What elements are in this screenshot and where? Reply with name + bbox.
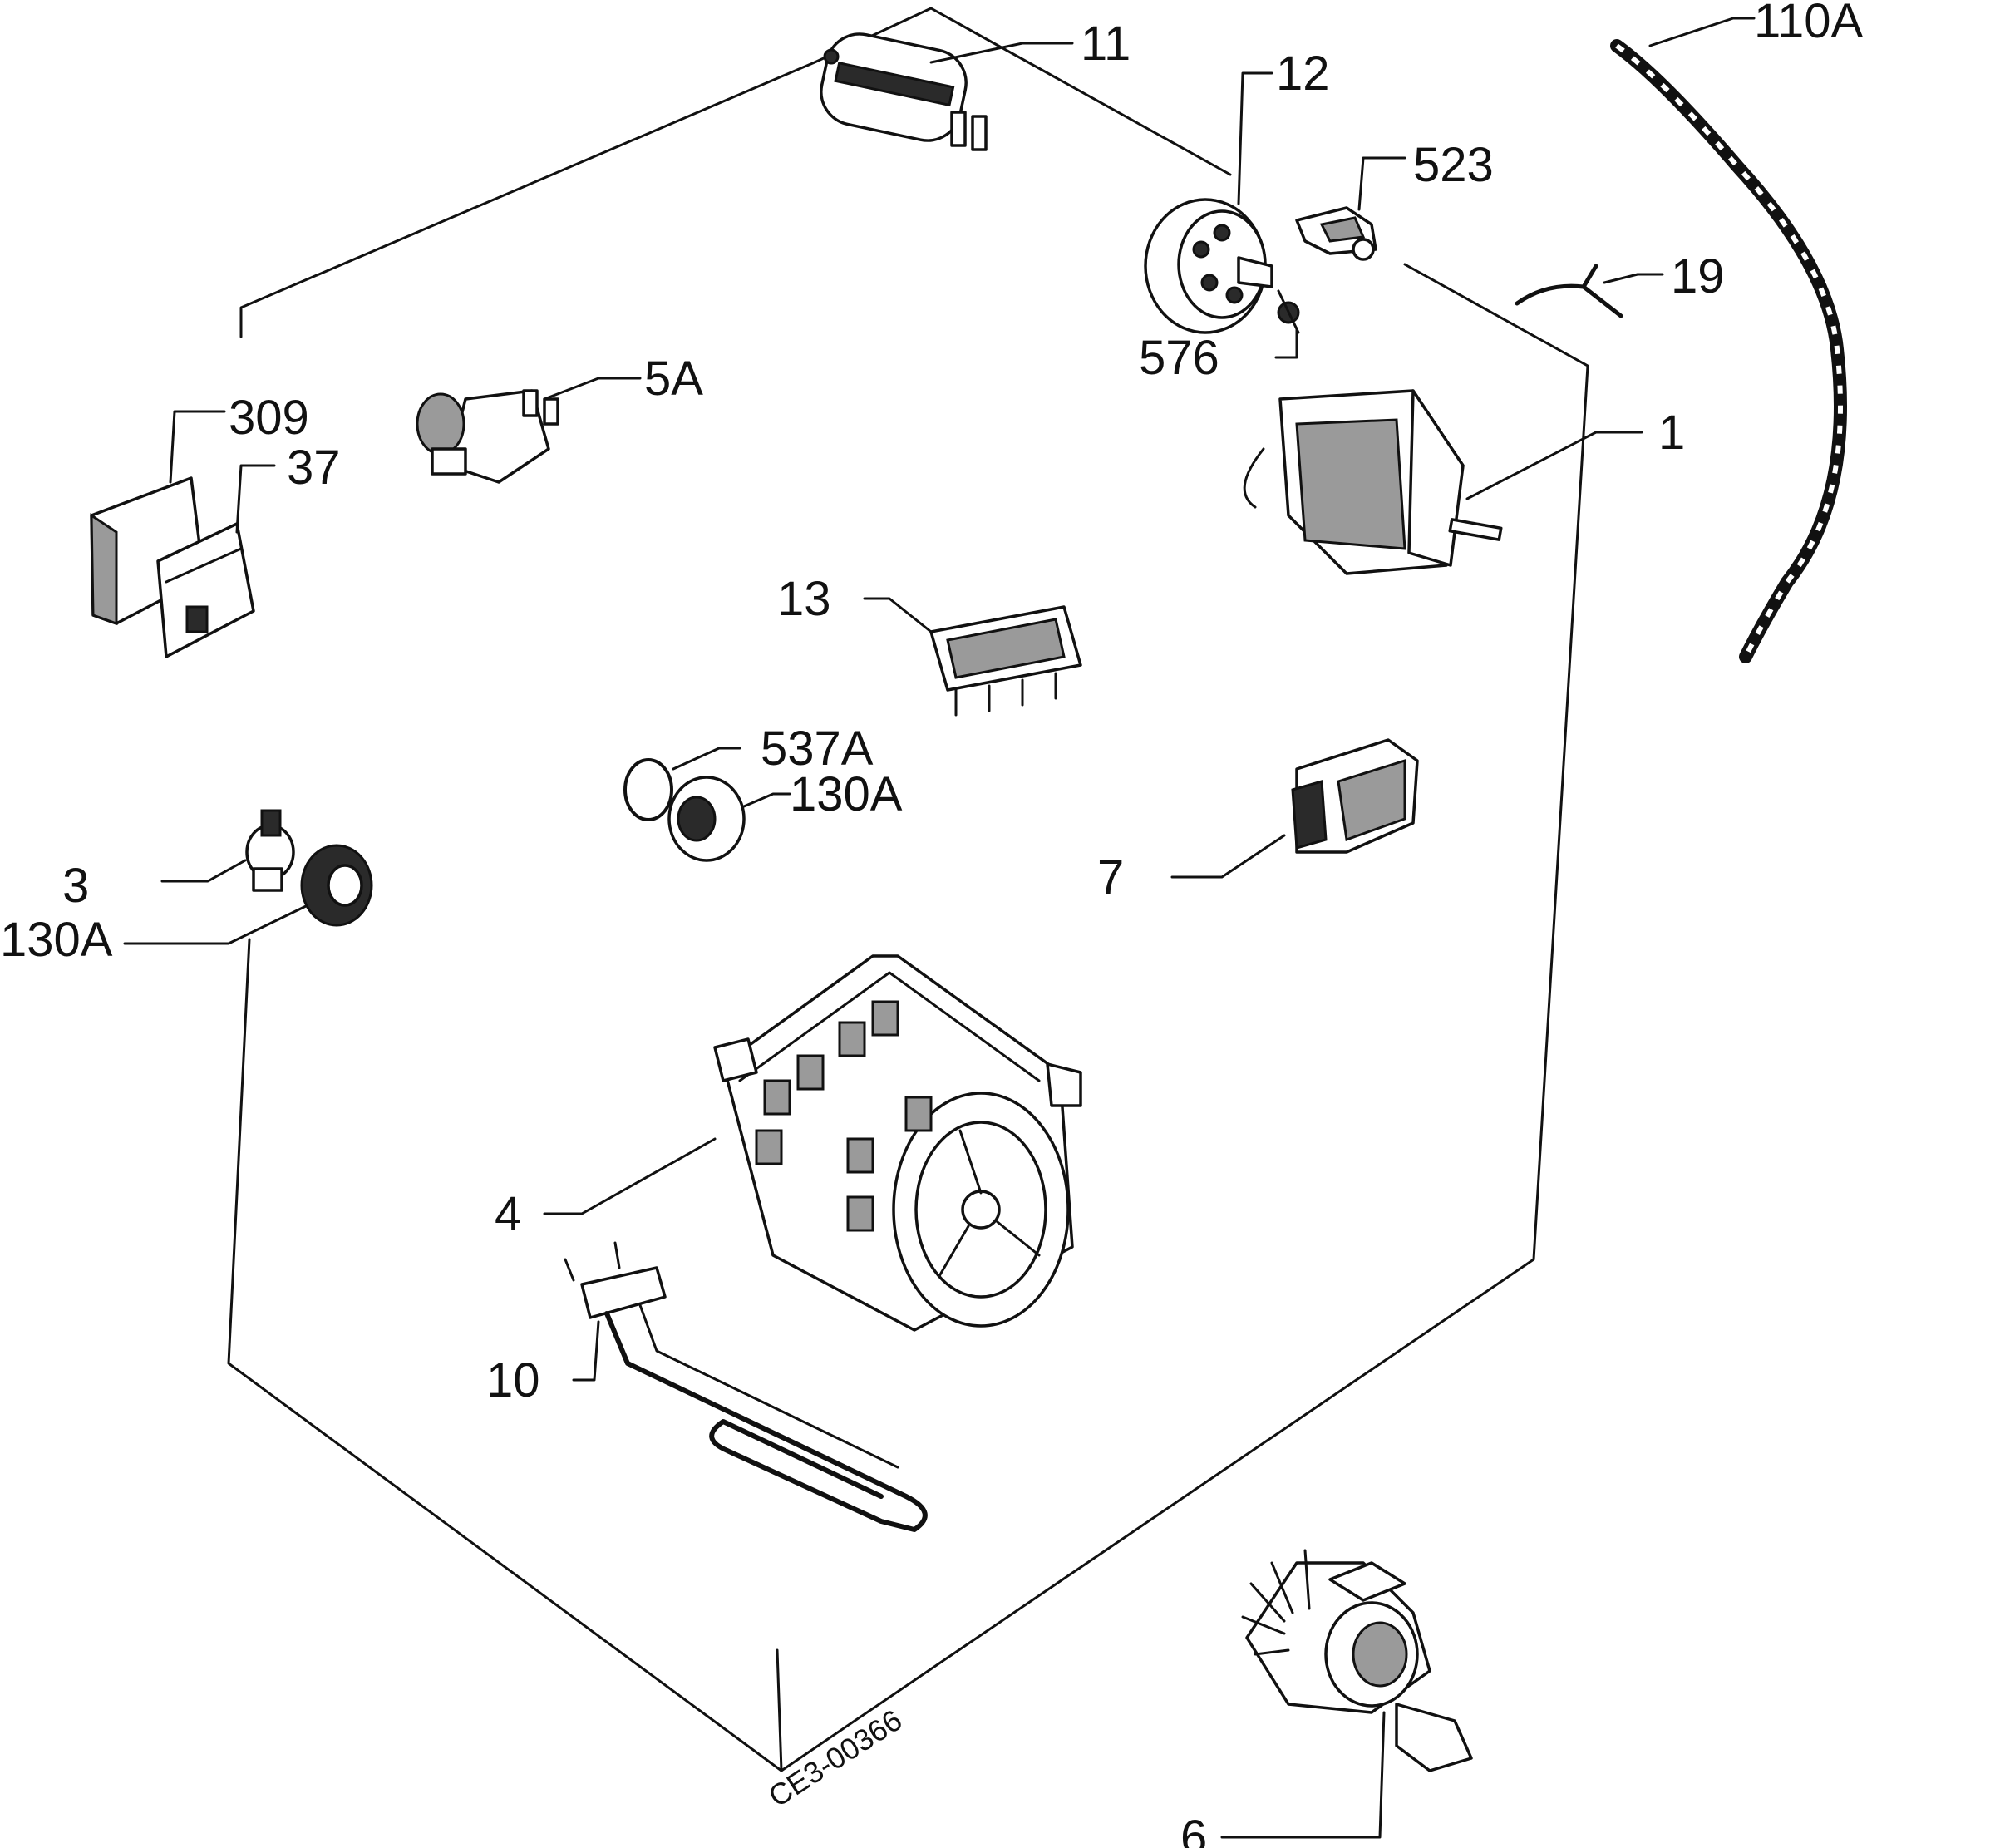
part-537a-o-ring[interactable] (623, 758, 673, 821)
part-130a-left-grommet[interactable] (300, 844, 373, 927)
label-10: 10 (486, 1353, 540, 1407)
leader-12 (1237, 71, 1273, 205)
part-11-capacitor[interactable] (815, 28, 988, 151)
part-12-pressure-switch[interactable] (1144, 198, 1273, 334)
part-1-timer[interactable] (1243, 389, 1503, 575)
part-110a-hose[interactable] (1610, 39, 1847, 663)
part-7-door-lock[interactable] (1291, 738, 1419, 854)
part-10-heating-element[interactable] (564, 1241, 928, 1532)
leader-19 (1603, 273, 1664, 284)
label-537a: 537A (761, 722, 874, 776)
label-13: 13 (777, 572, 831, 626)
leader-6 (1220, 1711, 1386, 1839)
cabinet-outline (227, 7, 1589, 1772)
part-523-clip[interactable] (1295, 206, 1377, 261)
leader-11 (929, 42, 1074, 64)
leader-523 (1357, 156, 1406, 211)
leader-37 (235, 464, 276, 534)
part-19-wire-clip[interactable] (1515, 264, 1623, 318)
label-130a-center: 130A (790, 767, 903, 821)
part-576-connector[interactable] (1277, 289, 1300, 334)
label-5a: 5A (644, 352, 703, 406)
label-110a: 110A (1754, 0, 1863, 48)
leader-130a-center (742, 792, 791, 808)
label-12: 12 (1276, 47, 1330, 101)
label-309: 309 (229, 391, 309, 445)
leader-309 (169, 410, 226, 484)
label-37: 37 (287, 441, 341, 495)
leader-576 (1274, 327, 1298, 359)
label-576: 576 (1139, 331, 1219, 385)
leader-130a-left (123, 904, 308, 945)
label-130a-left: 130A (0, 913, 113, 967)
part-37-panel[interactable] (156, 522, 255, 658)
leader-537a (672, 747, 741, 771)
leader-7 (1170, 834, 1286, 879)
leader-1 (1465, 431, 1643, 500)
leader-10 (572, 1320, 600, 1382)
part-3-thermostat[interactable] (245, 809, 295, 892)
leader-3 (160, 859, 247, 883)
label-11: 11 (1081, 17, 1130, 71)
part-130a-center-knob[interactable] (667, 776, 746, 862)
label-4: 4 (495, 1187, 521, 1241)
part-6-drain-pump[interactable] (1241, 1549, 1473, 1772)
leader-5a (543, 377, 642, 401)
part-13-switch-block[interactable] (929, 605, 1082, 717)
label-7: 7 (1097, 850, 1124, 904)
leader-13 (863, 597, 933, 633)
label-6: 6 (1180, 1811, 1207, 1848)
label-19: 19 (1671, 249, 1725, 303)
label-3: 3 (62, 859, 89, 913)
drawing-code: CE3-00366 (762, 1703, 908, 1814)
label-523: 523 (1413, 138, 1494, 192)
leader-4 (543, 1137, 717, 1215)
part-5a-inlet-valve[interactable] (416, 389, 559, 484)
part-4-motor[interactable] (713, 954, 1082, 1332)
leader-110a (1648, 17, 1756, 47)
label-1: 1 (1658, 406, 1685, 460)
